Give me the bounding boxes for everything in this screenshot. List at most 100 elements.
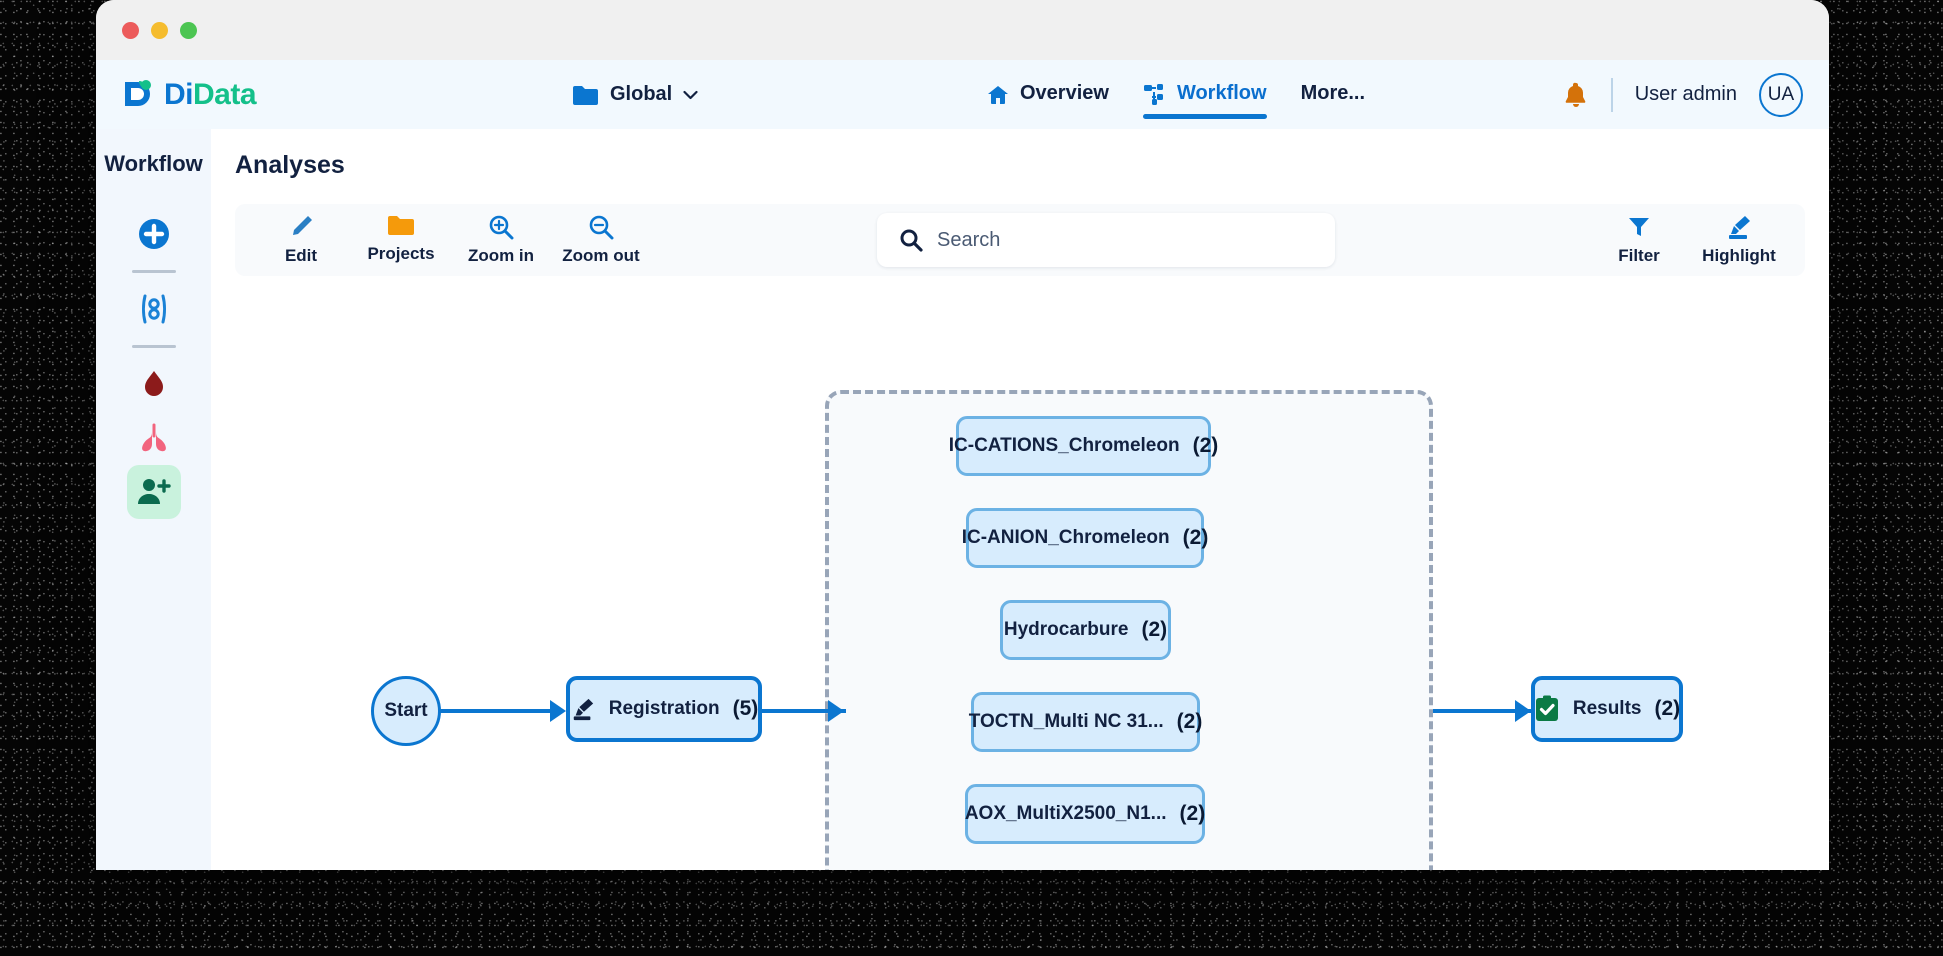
node-aox-multix2500[interactable]: AOX_MultiX2500_N1... (2): [965, 784, 1205, 844]
zoom-in-button[interactable]: Zoom in: [453, 214, 549, 266]
node-label: TOCTN_Multi NC 31...: [968, 711, 1164, 732]
zoom-out-button-label: Zoom out: [562, 246, 640, 265]
lungs-icon: [137, 423, 171, 453]
nav-item-overview[interactable]: Overview: [986, 60, 1109, 129]
page-title: Analyses: [235, 151, 345, 179]
search-box[interactable]: [877, 213, 1335, 267]
nav-item-overview-label: Overview: [1020, 82, 1109, 104]
node-label: IC-ANION_Chromeleon: [961, 527, 1170, 548]
app-body: Workflow: [96, 129, 1829, 870]
projects-button[interactable]: Projects: [353, 214, 449, 266]
plus-circle-icon: [137, 217, 171, 251]
workflow-canvas[interactable]: Start Registration (5): [211, 295, 1829, 870]
bell-icon[interactable]: [1563, 81, 1589, 109]
node-label: Hydrocarbure: [1003, 619, 1129, 640]
node-count: (2): [1141, 618, 1168, 641]
avatar[interactable]: UA: [1759, 72, 1803, 117]
logo-text-di: Di: [164, 77, 194, 111]
projects-button-label: Projects: [367, 244, 435, 263]
nav-item-more[interactable]: More...: [1301, 60, 1365, 129]
pencil-icon: [288, 214, 314, 240]
app-logo[interactable]: DiData: [122, 77, 257, 112]
search-icon: [899, 228, 923, 252]
sidebar-item-samples[interactable]: [127, 282, 181, 336]
window-titlebar: [96, 0, 1829, 60]
sidebar: Workflow: [96, 129, 211, 870]
edge-group-to-results: [1433, 709, 1533, 713]
node-label: IC-CATIONS_Chromeleon: [948, 435, 1180, 456]
header-divider: [1610, 77, 1613, 112]
close-window-button[interactable]: [122, 21, 139, 39]
node-registration-label: Registration: [608, 698, 720, 719]
node-label: AOX_MultiX2500_N1...: [964, 803, 1167, 824]
node-count: (2): [1179, 802, 1206, 825]
sidebar-item-blood[interactable]: [127, 357, 181, 411]
node-results-label: Results: [1572, 698, 1642, 719]
start-node[interactable]: Start: [371, 676, 441, 746]
funnel-icon: [1626, 214, 1652, 240]
sidebar-item-add-circle[interactable]: [127, 207, 181, 261]
node-registration[interactable]: Registration (5): [566, 676, 762, 742]
folder-icon: [572, 84, 599, 106]
edit-button[interactable]: Edit: [253, 214, 349, 266]
scope-selector-label: Global: [610, 83, 673, 105]
sitemap-icon: [1143, 83, 1167, 107]
sidebar-title: Workflow: [104, 151, 203, 176]
user-plus-icon: [137, 477, 171, 507]
highlighter-icon: [1725, 214, 1753, 240]
main-content: Analyses Edit: [211, 129, 1829, 870]
arrowhead-icon: [550, 700, 566, 722]
node-ic-cations-chromeleon[interactable]: IC-CATIONS_Chromeleon (2): [949, 416, 1218, 476]
logo-text-data: Data: [193, 77, 257, 111]
node-toctn-multi-nc[interactable]: TOCTN_Multi NC 31... (2): [968, 692, 1203, 752]
node-count: (2): [1176, 710, 1203, 733]
maximize-window-button[interactable]: [180, 21, 197, 39]
node-hydrocarbure[interactable]: Hydrocarbure (2): [1000, 600, 1171, 660]
arrowhead-icon: [1515, 700, 1531, 722]
didata-logo-icon: [122, 78, 156, 112]
search-input[interactable]: [937, 228, 1317, 252]
toolbar-right-group: Filter Highlight: [1591, 214, 1787, 266]
folder-icon: [387, 214, 415, 238]
sidebar-divider: [131, 345, 176, 348]
node-count: (2): [1192, 434, 1219, 457]
node-results-count: (2): [1654, 697, 1681, 720]
scope-selector[interactable]: Global: [572, 83, 698, 106]
highlight-button-label: Highlight: [1702, 246, 1776, 265]
minimize-window-button[interactable]: [151, 21, 168, 39]
zoom-in-button-label: Zoom in: [467, 246, 535, 265]
vials-icon: [137, 292, 171, 326]
main-navigation: Overview Workflow More...: [986, 60, 1365, 129]
node-count: (2): [1182, 526, 1209, 549]
app-header: DiData Global Overview: [96, 60, 1829, 129]
filter-button-label: Filter: [1618, 246, 1660, 265]
node-registration-count: (5): [732, 697, 759, 720]
toolbar-left-group: Edit Projects: [253, 214, 649, 266]
edge-registration-to-group: [762, 709, 846, 713]
nav-item-workflow[interactable]: Workflow: [1142, 60, 1267, 129]
nav-item-workflow-label: Workflow: [1176, 82, 1267, 104]
edit-button-label: Edit: [284, 246, 318, 265]
node-ic-anion-chromeleon[interactable]: IC-ANION_Chromeleon (2): [962, 508, 1208, 568]
edge-start-to-registration: [439, 709, 553, 713]
clipboard-check-icon: [1534, 695, 1560, 723]
zoom-out-button[interactable]: Zoom out: [553, 214, 649, 266]
nav-item-more-label: More...: [1300, 82, 1366, 104]
sidebar-item-add-user[interactable]: [126, 465, 181, 519]
arrowhead-icon: [828, 700, 844, 722]
sidebar-divider: [131, 270, 176, 273]
home-icon: [986, 83, 1010, 107]
chevron-down-icon: [683, 90, 698, 100]
zoom-out-icon: [588, 214, 614, 240]
app-window: DiData Global Overview: [96, 0, 1829, 870]
zoom-in-icon: [488, 214, 514, 240]
sidebar-item-lungs[interactable]: [127, 411, 181, 465]
header-right-cluster: User admin UA: [1563, 72, 1803, 117]
user-label: User admin: [1634, 83, 1737, 105]
highlighter-icon: [570, 697, 596, 721]
blood-drop-icon: [139, 368, 169, 400]
sidebar-icon-list: [126, 207, 181, 519]
highlight-button[interactable]: Highlight: [1691, 214, 1787, 266]
filter-button[interactable]: Filter: [1591, 214, 1687, 266]
node-results[interactable]: Results (2): [1531, 676, 1683, 742]
